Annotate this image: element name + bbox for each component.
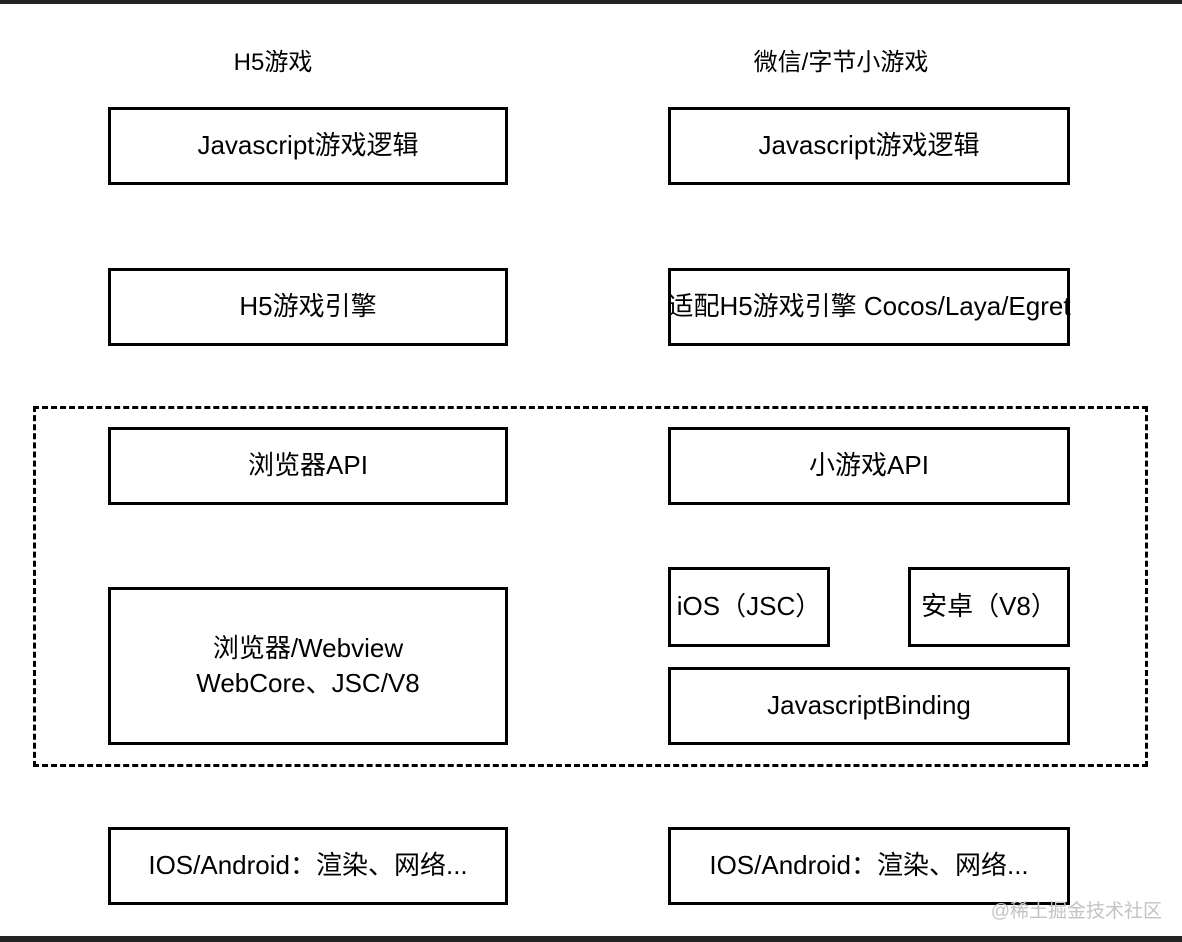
box-left-browser-api: 浏览器API [108, 427, 508, 505]
column-title-mini-games: 微信/字节小游戏 [753, 49, 929, 76]
box-right-ios-android-native-label: IOS/Android：渲染、网络... [709, 850, 1029, 881]
box-right-adapted-h5-engine-label: 适配H5游戏引擎 Cocos/Laya/Egret [667, 291, 1071, 322]
box-left-h5-game-engine-label: H5游戏引擎 [239, 291, 377, 322]
watermark-juejin-community: @稀土掘金技术社区 [990, 901, 1162, 922]
box-right-ios-jsc-label: iOS（JSC） [676, 591, 822, 622]
box-right-ios-android-native: IOS/Android：渲染、网络... [668, 827, 1070, 905]
box-left-browser-webview-line2: WebCore、JSC/V8 [196, 668, 420, 698]
box-right-android-v8-label: 安卓（V8） [921, 591, 1057, 622]
box-right-minigame-api: 小游戏API [668, 427, 1070, 505]
box-left-js-game-logic: Javascript游戏逻辑 [108, 107, 508, 185]
box-left-ios-android-native: IOS/Android：渲染、网络... [108, 827, 508, 905]
box-left-browser-api-label: 浏览器API [248, 450, 368, 481]
box-left-js-game-logic-label: Javascript游戏逻辑 [197, 130, 419, 161]
box-right-js-game-logic-label: Javascript游戏逻辑 [758, 130, 980, 161]
box-right-javascript-binding-label: JavascriptBinding [767, 690, 971, 721]
box-left-browser-webview: 浏览器/Webview WebCore、JSC/V8 [108, 587, 508, 745]
runtime-layer-dashed-region [33, 406, 1148, 767]
column-title-h5-games: H5游戏 [233, 49, 313, 76]
box-right-minigame-api-label: 小游戏API [809, 450, 929, 481]
box-left-h5-game-engine: H5游戏引擎 [108, 268, 508, 346]
box-right-js-game-logic: Javascript游戏逻辑 [668, 107, 1070, 185]
top-edge-bar [0, 0, 1182, 4]
bottom-edge-bar [0, 936, 1182, 942]
box-left-ios-android-native-label: IOS/Android：渲染、网络... [148, 850, 468, 881]
box-right-ios-jsc: iOS（JSC） [668, 567, 830, 647]
box-right-adapted-h5-engine: 适配H5游戏引擎 Cocos/Laya/Egret [667, 268, 1071, 346]
box-right-javascript-binding: JavascriptBinding [668, 667, 1070, 745]
box-left-browser-webview-line1: 浏览器/Webview [212, 632, 404, 663]
box-right-android-v8: 安卓（V8） [908, 567, 1070, 647]
